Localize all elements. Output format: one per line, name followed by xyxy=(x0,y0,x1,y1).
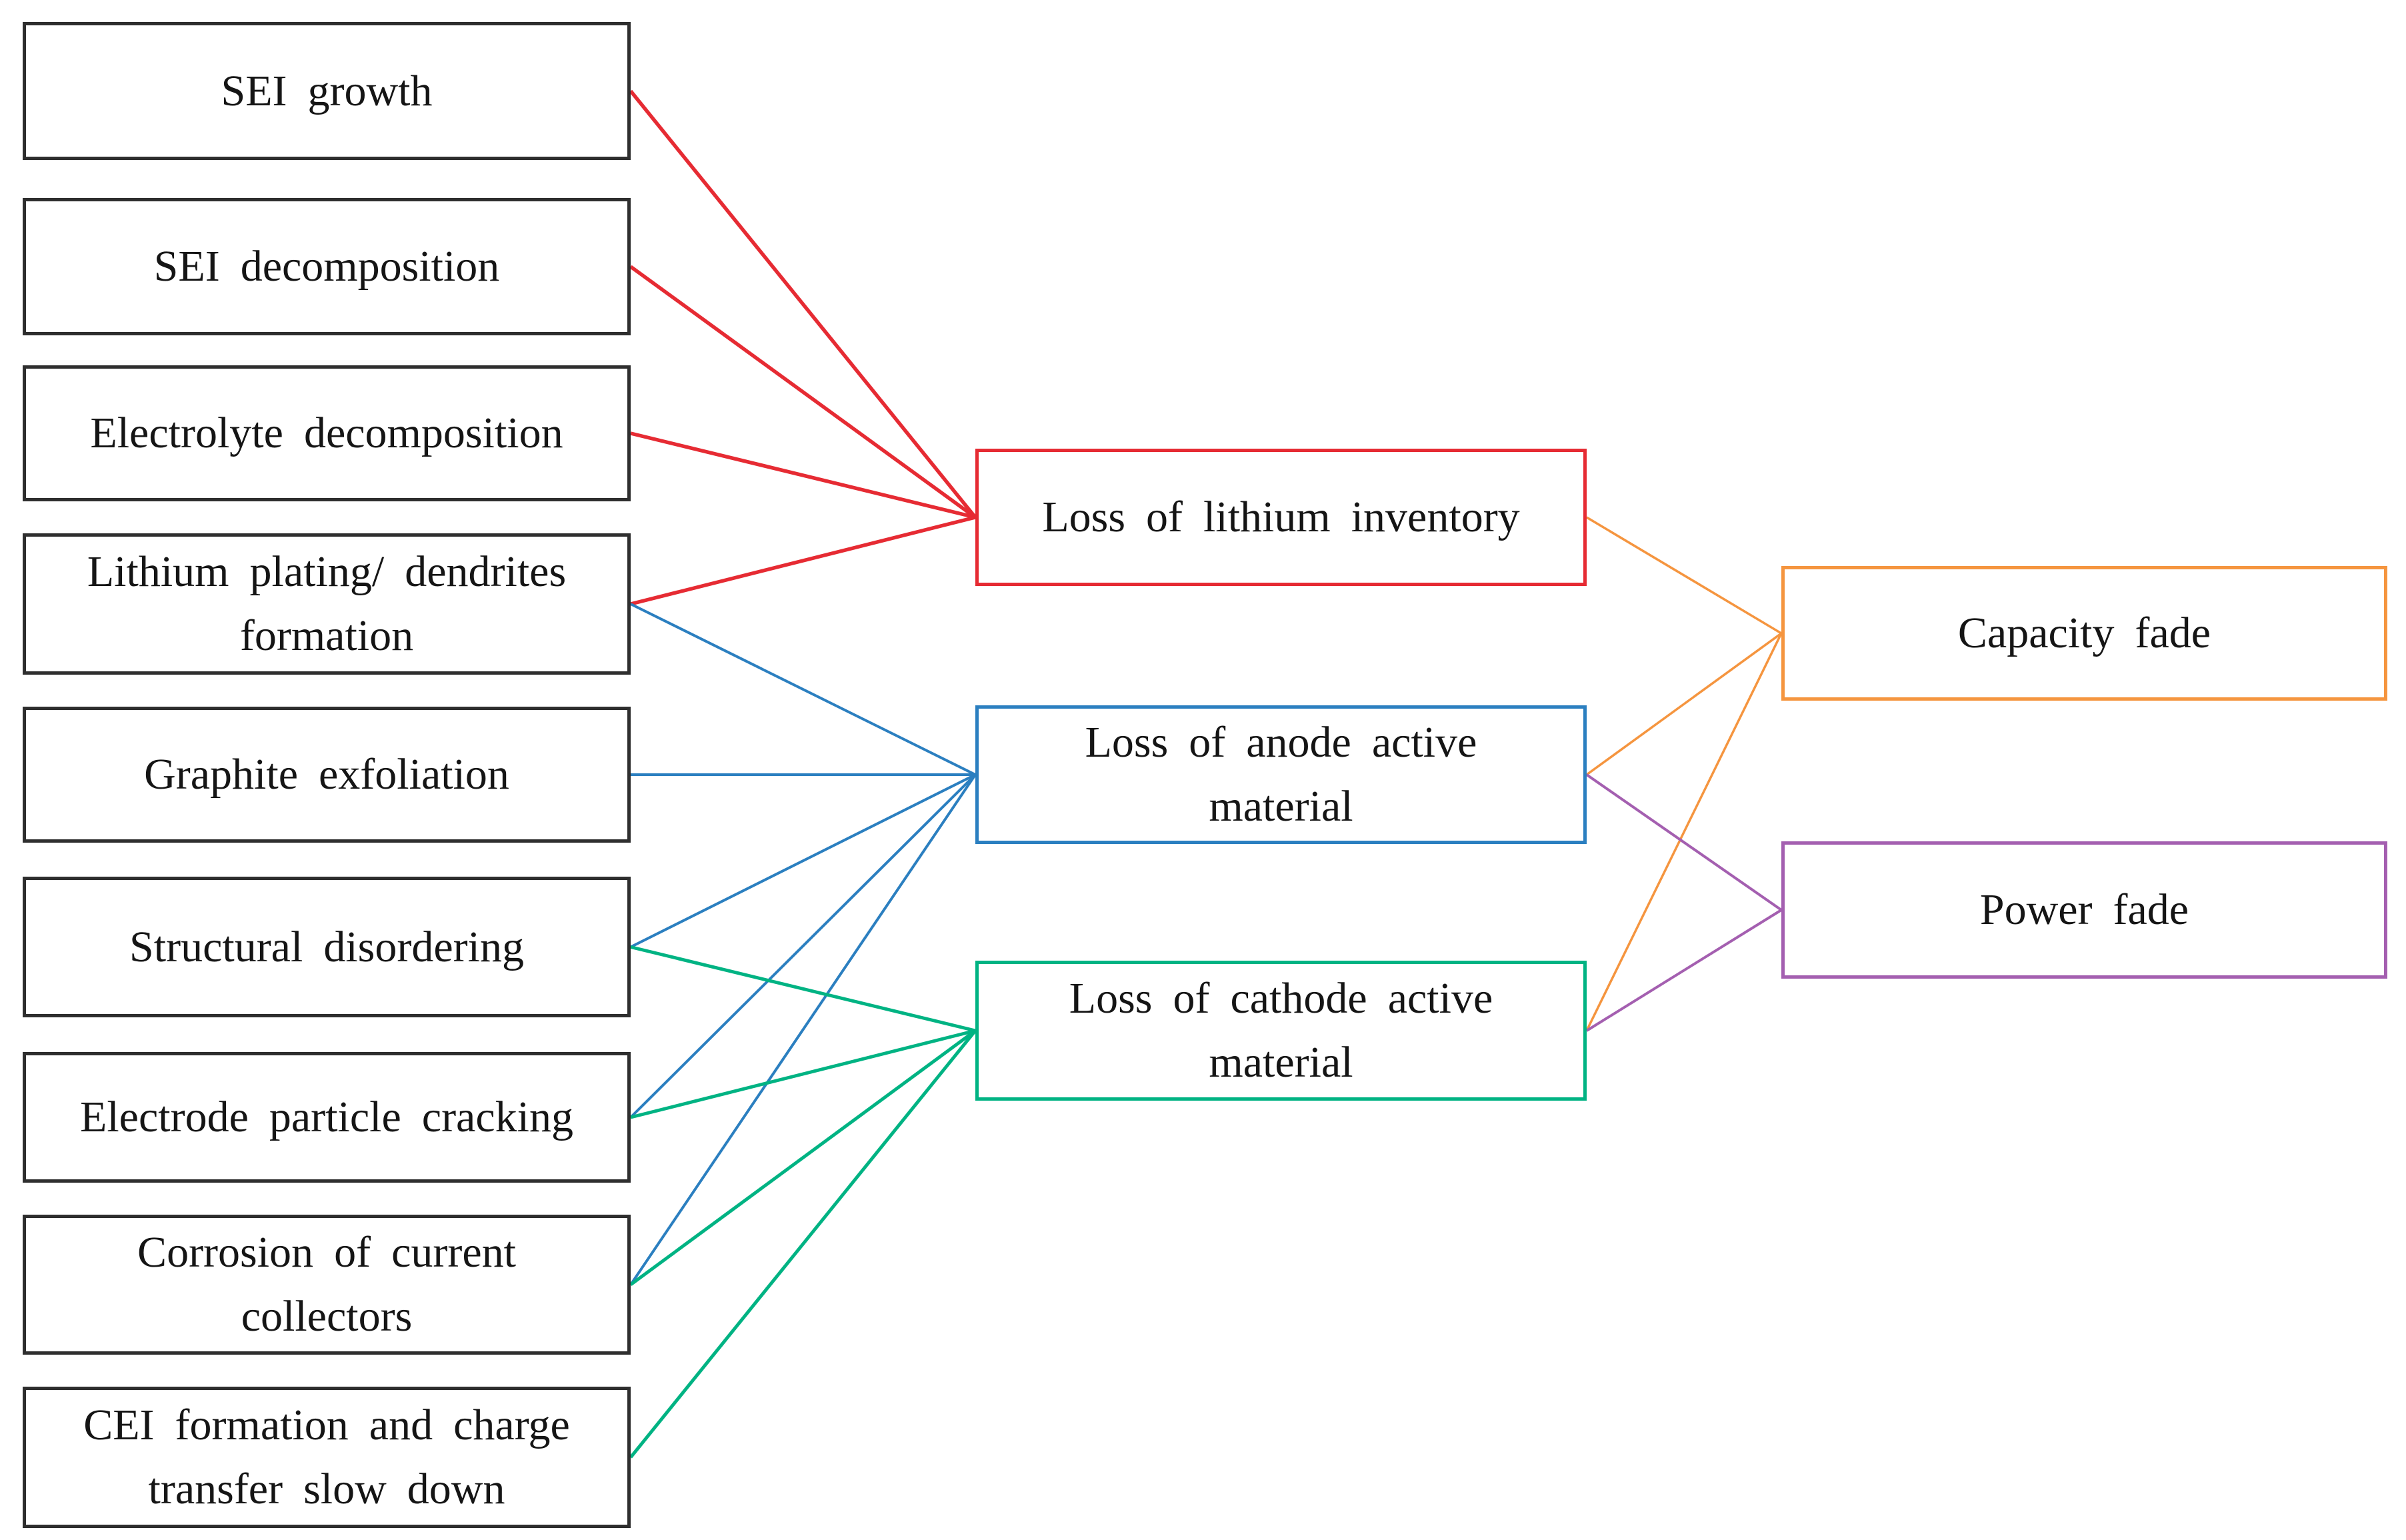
edge-electrode-particle-cracking--loss-anode-active-material xyxy=(629,773,977,1119)
edge-lithium-plating--loss-lithium-inventory xyxy=(630,515,976,606)
node-loss-lithium-inventory: Loss of lithium inventory xyxy=(975,449,1587,586)
node-label-electrode-particle-cracking: Electrode particle cracking xyxy=(80,1093,573,1142)
node-label-loss-lithium-inventory: Loss of lithium inventory xyxy=(1042,493,1520,542)
node-sei-growth: SEI growth xyxy=(23,22,631,160)
node-sei-decomposition: SEI decomposition xyxy=(23,198,631,335)
edge-loss-lithium-inventory--capacity-fade xyxy=(1586,516,1782,635)
edge-electrode-particle-cracking--loss-cathode-active-material xyxy=(630,1029,976,1119)
edge-corrosion-current-collectors--loss-cathode-active-material xyxy=(629,1029,977,1287)
edge-corrosion-current-collectors--loss-anode-active-material xyxy=(629,773,977,1286)
edge-structural-disordering--loss-anode-active-material xyxy=(630,773,976,949)
edge-cei-formation--loss-cathode-active-material xyxy=(629,1029,977,1459)
node-label-sei-decomposition: SEI decomposition xyxy=(153,242,500,291)
edge-lithium-plating--loss-anode-active-material xyxy=(630,603,976,776)
edge-electrolyte-decomposition--loss-lithium-inventory xyxy=(630,431,976,519)
node-loss-cathode-active-material: Loss of cathode active material xyxy=(975,961,1587,1101)
edge-sei-decomposition--loss-lithium-inventory xyxy=(629,265,977,519)
node-power-fade: Power fade xyxy=(1781,841,2387,979)
edge-structural-disordering--loss-cathode-active-material xyxy=(630,945,976,1033)
node-structural-disordering: Structural disordering xyxy=(23,877,631,1017)
node-loss-anode-active-material: Loss of anode active material xyxy=(975,705,1587,844)
edge-loss-cathode-active-material--power-fade xyxy=(1585,909,1783,1032)
node-electrolyte-decomposition: Electrolyte decomposition xyxy=(23,365,631,501)
edge-loss-cathode-active-material--capacity-fade xyxy=(1585,633,1783,1031)
node-label-electrolyte-decomposition: Electrolyte decomposition xyxy=(90,409,563,458)
edge-loss-anode-active-material--capacity-fade xyxy=(1585,632,1783,776)
node-cei-formation: CEI formation and charge transfer slow d… xyxy=(23,1387,631,1528)
node-label-power-fade: Power fade xyxy=(1979,885,2189,935)
node-lithium-plating: Lithium plating/ dendrites formation xyxy=(23,533,631,675)
node-label-sei-growth: SEI growth xyxy=(221,66,433,115)
node-electrode-particle-cracking: Electrode particle cracking xyxy=(23,1052,631,1183)
node-label-loss-cathode-active-material: Loss of cathode active material xyxy=(1069,974,1493,1087)
edge-sei-growth--loss-lithium-inventory xyxy=(629,89,977,519)
node-label-structural-disordering: Structural disordering xyxy=(129,922,524,971)
node-label-graphite-exfoliation: Graphite exfoliation xyxy=(144,750,509,799)
node-label-loss-anode-active-material: Loss of anode active material xyxy=(1085,718,1477,831)
node-label-lithium-plating: Lithium plating/ dendrites formation xyxy=(87,547,567,660)
node-corrosion-current-collectors: Corrosion of current collectors xyxy=(23,1215,631,1355)
node-capacity-fade: Capacity fade xyxy=(1781,566,2387,701)
node-label-corrosion-current-collectors: Corrosion of current collectors xyxy=(137,1228,516,1341)
edge-loss-anode-active-material--power-fade xyxy=(1585,773,1783,911)
node-label-cei-formation: CEI formation and charge transfer slow d… xyxy=(83,1401,570,1513)
node-graphite-exfoliation: Graphite exfoliation xyxy=(23,707,631,843)
node-label-capacity-fade: Capacity fade xyxy=(1957,609,2211,658)
